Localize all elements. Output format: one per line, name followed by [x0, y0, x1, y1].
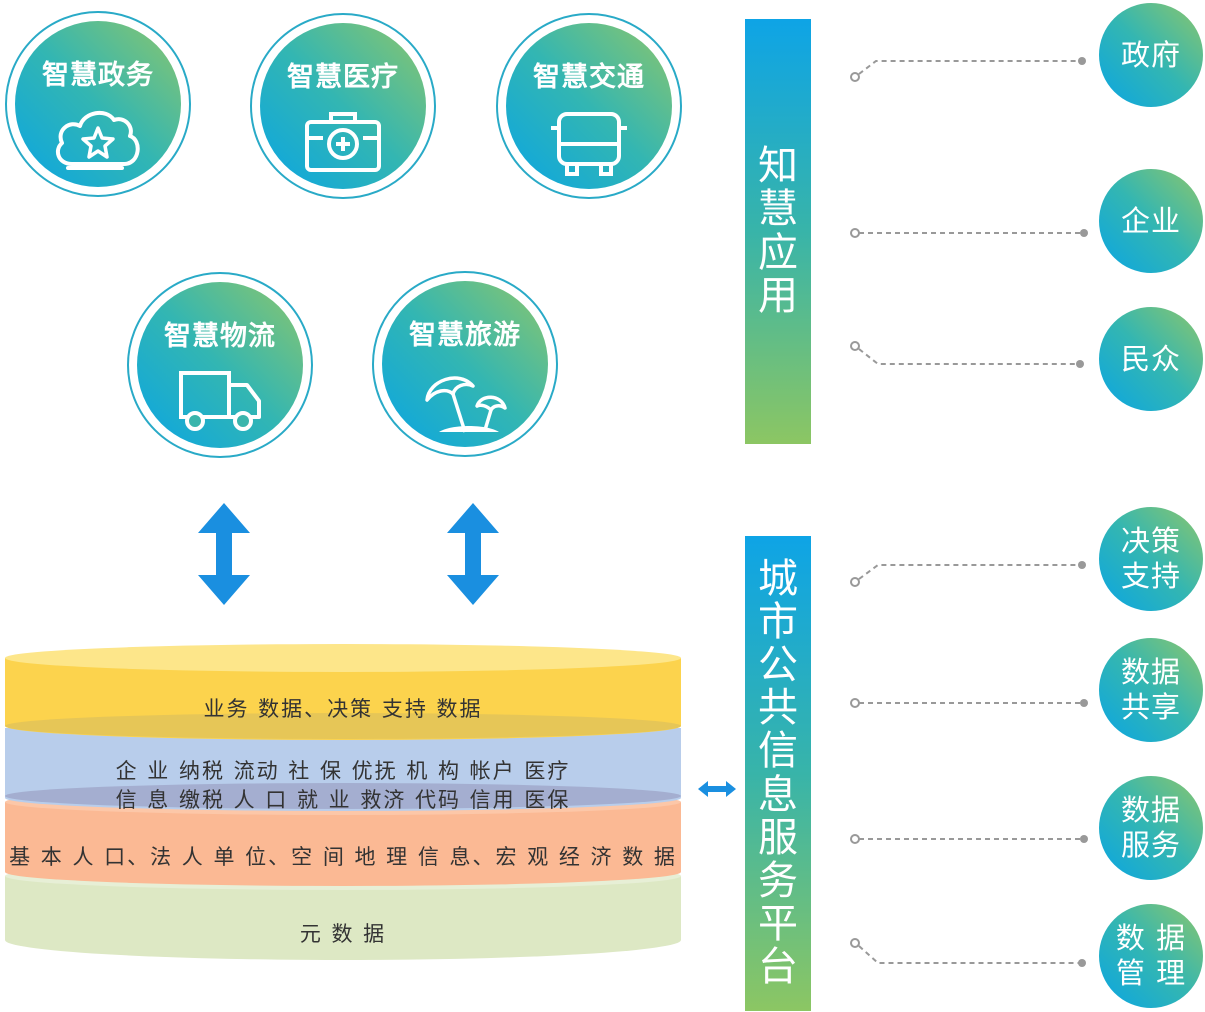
connector-line	[850, 938, 1086, 967]
app-circle-gov[interactable]: 智慧政务	[5, 11, 191, 197]
app-circle-medical[interactable]: 智慧医疗	[250, 13, 436, 199]
connector-line	[850, 834, 1088, 844]
app-circle-inner: 智慧政务	[15, 21, 181, 187]
target-label: 支持	[1120, 559, 1181, 593]
layer-text-business: 业务 数据、决策 支持 数据	[203, 697, 483, 721]
target-label: 政府	[1120, 37, 1181, 72]
connector-line	[850, 228, 1088, 238]
beach-umbrella-icon	[425, 376, 507, 433]
target-label: 企业	[1120, 203, 1181, 238]
target-circle-data-service[interactable]: 数据 服务	[1099, 776, 1203, 880]
medical-kit-icon	[305, 112, 381, 172]
target-label: 共享	[1120, 690, 1181, 724]
target-label: 管 理	[1115, 956, 1187, 990]
target-circle-public[interactable]: 民众	[1099, 307, 1203, 411]
target-label-group: 决策 支持	[1121, 524, 1181, 594]
bus-icon	[551, 112, 627, 176]
app-label: 智慧政务	[42, 60, 154, 91]
target-label: 服务	[1120, 828, 1181, 862]
target-label: 数据	[1120, 655, 1181, 690]
connector-line	[850, 698, 1088, 708]
target-label-group: 数 据 管 理	[1116, 921, 1186, 991]
app-label: 智慧医疗	[287, 62, 399, 93]
app-label: 智慧交通	[533, 62, 645, 93]
public-service-platform-bar: 城市公共信息服务平台	[745, 536, 811, 1011]
target-label: 数 据	[1115, 921, 1187, 956]
app-circle-tourism[interactable]: 智慧旅游	[372, 271, 558, 457]
target-label: 民众	[1120, 341, 1181, 376]
app-circle-inner: 智慧旅游	[382, 281, 548, 447]
target-label: 数据	[1120, 793, 1181, 828]
target-circle-enterprise[interactable]: 企业	[1099, 169, 1203, 273]
smart-app-bar-text: 知慧应用	[758, 143, 798, 319]
data-cylinder	[5, 644, 681, 960]
target-circle-decision-support[interactable]: 决策 支持	[1099, 507, 1203, 611]
connector-line	[850, 57, 1086, 82]
connector-line	[850, 341, 1084, 368]
app-circle-inner: 智慧医疗	[260, 23, 426, 189]
target-label: 决策	[1120, 524, 1181, 559]
target-circle-data-management[interactable]: 数 据 管 理	[1099, 904, 1203, 1008]
target-label-group: 数据 共享	[1121, 655, 1181, 725]
app-circle-inner: 智慧交通	[506, 23, 672, 189]
layer-text-metadata: 元 数 据	[299, 922, 387, 946]
horizontal-double-arrow-icon	[698, 781, 736, 797]
app-circle-logistics[interactable]: 智慧物流	[127, 272, 313, 458]
target-circle-government[interactable]: 政府	[1099, 3, 1203, 107]
layer-text-enterprise-2: 信 息 缴税 人 口 就 业 救济 代码 信用 医保	[115, 788, 571, 812]
double-arrow-icon	[198, 503, 250, 605]
app-circle-traffic[interactable]: 智慧交通	[496, 13, 682, 199]
layer-text-enterprise-1: 企 业 纳税 流动 社 保 优抚 机 构 帐户 医疗	[115, 759, 571, 783]
app-circle-inner: 智慧物流	[137, 282, 303, 448]
truck-icon	[179, 371, 261, 431]
app-label: 智慧物流	[164, 321, 276, 352]
target-circle-data-sharing[interactable]: 数据 共享	[1099, 638, 1203, 742]
cloud-star-icon	[55, 110, 140, 170]
connector-line	[850, 561, 1086, 587]
platform-bar-text: 城市公共信息服务平台	[758, 555, 798, 991]
double-arrow-icon	[447, 503, 499, 605]
app-label: 智慧旅游	[409, 320, 521, 351]
layer-text-basic: 基 本 人 口、法 人 单 位、空 间 地 理 信 息、宏 观 经 济 数 据	[9, 845, 677, 869]
target-label-group: 数据 服务	[1121, 793, 1181, 863]
smart-app-bar: 知慧应用	[745, 19, 811, 444]
